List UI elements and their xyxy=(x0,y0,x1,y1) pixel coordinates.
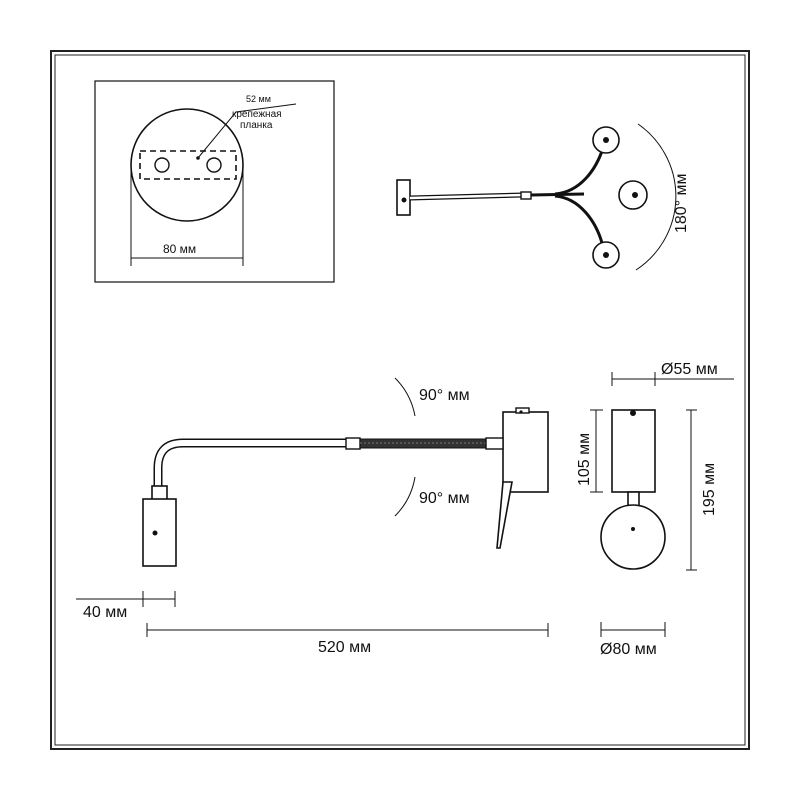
inset-box xyxy=(94,80,335,283)
flex-up xyxy=(554,147,605,196)
front-base-screw xyxy=(631,527,635,531)
total-height-label: 195 мм xyxy=(701,463,718,516)
head-collar xyxy=(151,485,168,501)
tilt-up-label: 90° мм xyxy=(419,387,470,404)
arm-top-inner xyxy=(409,193,525,200)
side-view: 90° мм 90° мм 40 мм 520 мм xyxy=(76,377,549,656)
lamp-head xyxy=(142,498,177,567)
wall-box xyxy=(502,411,549,493)
base-diameter-label: Ø80 мм xyxy=(600,641,657,658)
base-circle-top xyxy=(130,108,244,222)
tilt-up-arc xyxy=(394,377,416,417)
mounting-plate-inset: 52 мм крепежная планка 80 мм xyxy=(94,80,335,283)
arm-joint-side xyxy=(345,437,361,450)
wall-box-switch xyxy=(515,407,530,414)
tilt-down-label: 90° мм xyxy=(419,490,470,507)
plate-hole-right xyxy=(206,157,222,173)
arm-side-inner xyxy=(155,440,348,487)
head-diameter-label: Ø55 мм xyxy=(661,361,718,378)
front-base xyxy=(600,504,666,570)
arm-side-outer xyxy=(153,438,348,487)
head-length-label: 40 мм xyxy=(83,604,127,621)
inner-frame xyxy=(54,54,746,746)
rotation-angle-label: 180° мм xyxy=(673,173,690,233)
box-height-label: 105 мм xyxy=(576,433,593,486)
head-top-center-lens xyxy=(632,192,638,198)
plate-leader xyxy=(197,103,297,159)
plate-hole-left xyxy=(154,157,170,173)
plate-name-label-2: планка xyxy=(240,120,273,131)
plate-name-label-1: крепежная xyxy=(232,109,282,120)
wall-box-switch-dot xyxy=(519,410,523,414)
flex-joint-side xyxy=(485,437,504,450)
rotation-arc xyxy=(635,123,677,271)
plate-width-label: 52 мм xyxy=(246,94,271,104)
flex-down xyxy=(554,194,604,244)
outer-frame xyxy=(50,50,750,750)
flex-hose-side xyxy=(359,438,487,449)
top-view: 180° мм xyxy=(396,123,690,271)
front-head xyxy=(611,409,656,493)
total-length-label: 520 мм xyxy=(318,639,371,656)
front-view: Ø55 мм 105 мм 195 мм Ø80 мм xyxy=(576,361,734,658)
tilt-down-arc xyxy=(394,476,416,517)
base-diameter-top-label: 80 мм xyxy=(163,242,196,256)
wall-box-plate xyxy=(496,481,513,549)
front-head-lens xyxy=(630,410,636,416)
head-top-up-lens xyxy=(603,137,609,143)
head-top-down-lens xyxy=(603,252,609,258)
joint-top xyxy=(520,191,532,200)
lamp-head-dot xyxy=(152,530,158,536)
wall-bracket-top xyxy=(396,179,411,216)
mounting-plate xyxy=(139,150,237,180)
wall-screw-top xyxy=(401,197,407,203)
